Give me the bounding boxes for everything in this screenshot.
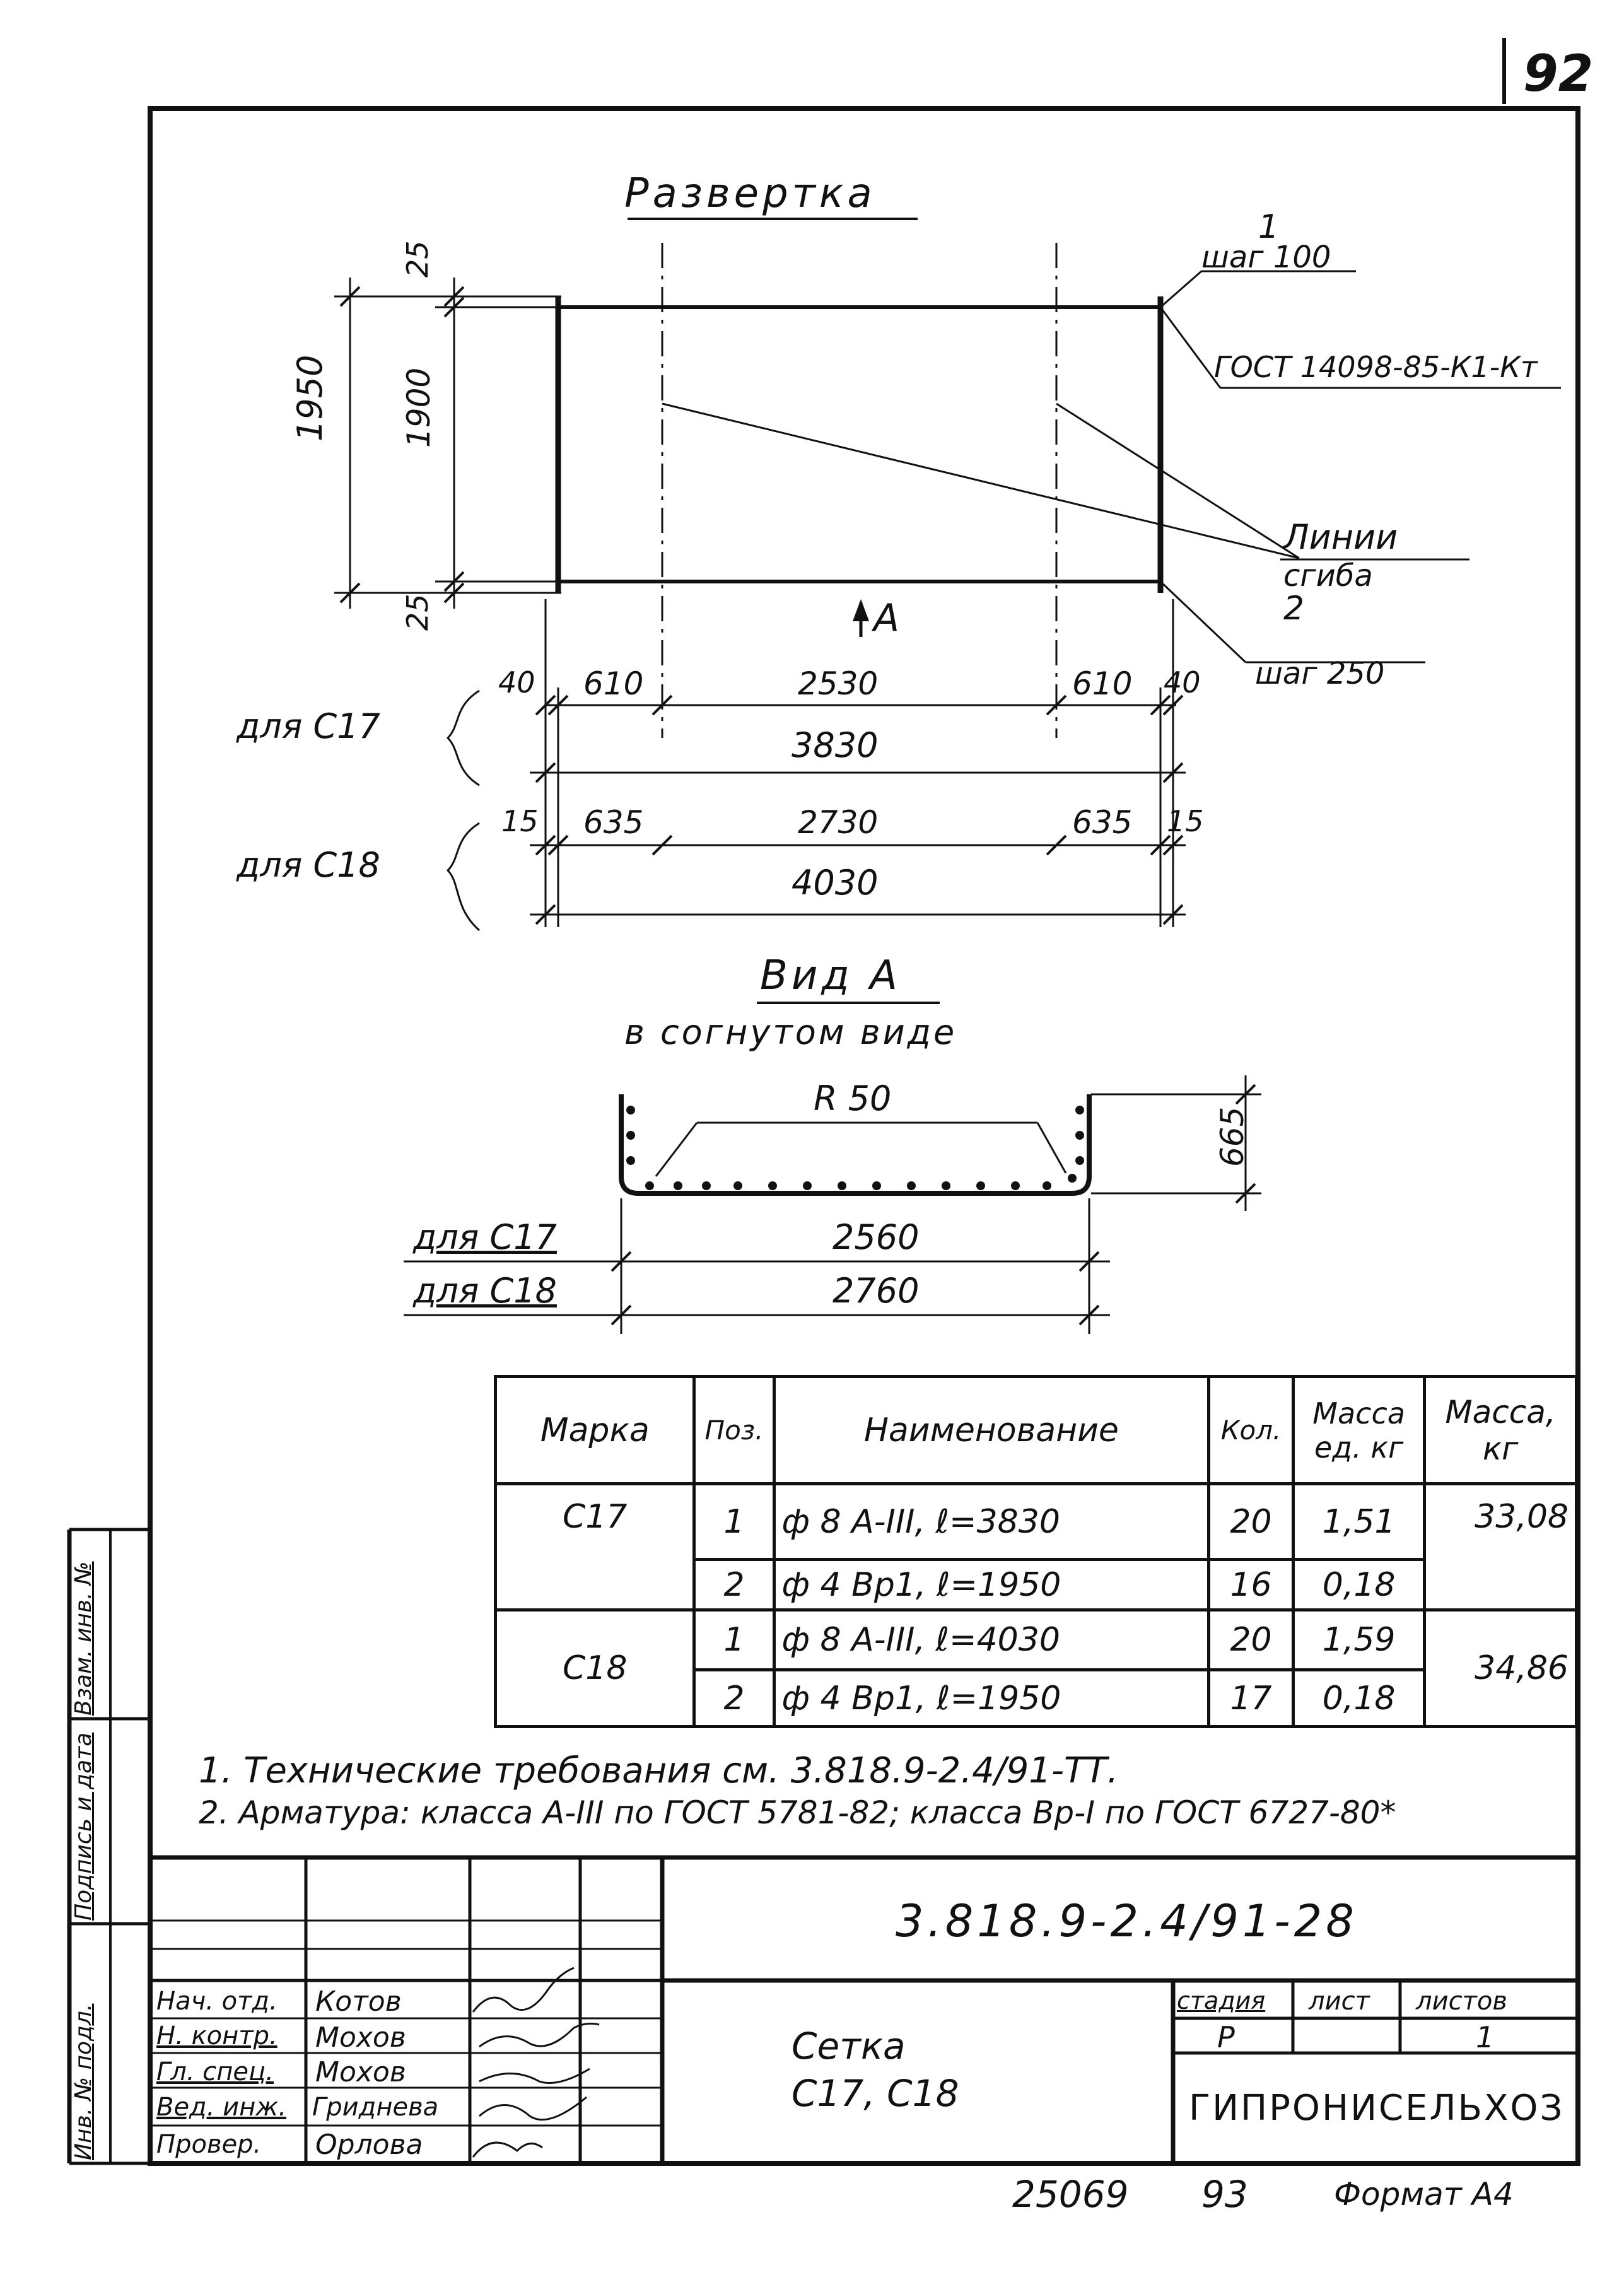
name-cell: ф 4 Вр1, ℓ=1950: [772, 1558, 1211, 1611]
c17-total: 3830: [792, 725, 879, 765]
col-unit-mass: Масса ед. кг: [1291, 1375, 1427, 1485]
view-a-subtitle: в согнутом виде: [624, 1012, 957, 1052]
mark-c18: С18: [493, 1608, 696, 1728]
name-3: Мохов: [315, 2056, 406, 2088]
item-name-2: С17, С18: [792, 2072, 959, 2115]
stage-value: Р: [1217, 2020, 1235, 2054]
col-total-mass: Масса, кг: [1423, 1375, 1578, 1485]
table-row: С17 1 ф 8 А-III, ℓ=3830 20 1,51 33,08: [493, 1482, 1578, 1611]
page-number: 92: [1523, 44, 1594, 103]
view-a-for-c18: для С18: [413, 1271, 557, 1311]
sheet-label: лист: [1309, 1987, 1370, 2016]
qty-cell: 17: [1207, 1668, 1295, 1728]
profile-height: 665: [1214, 1106, 1251, 1167]
table-row: 2 ф 4 Вр1, ℓ=1950 16 0,18: [496, 1558, 1577, 1611]
dim-bottom-offset: 25: [400, 594, 435, 631]
name-cell: ф 4 Вр1, ℓ=1950: [772, 1668, 1211, 1728]
unit-mass-cell: 0,18: [1291, 1668, 1427, 1728]
dim-total-height: 1950: [290, 354, 330, 442]
c18-dim-2: 635: [583, 804, 644, 841]
c17-dim-3: 2530: [798, 665, 879, 702]
c17-dim-4: 610: [1072, 665, 1133, 702]
role-4: Вед. инж.: [156, 2093, 287, 2122]
stage-label: стадия: [1177, 1987, 1266, 2015]
note-2: 2. Арматура: класса А-III по ГОСТ 5781-8…: [199, 1794, 1396, 1831]
side-label-replace-inv: Взам. инв. №: [71, 1561, 96, 1716]
width-c18: 2760: [832, 1271, 920, 1311]
pos1-number: 1: [1258, 208, 1280, 246]
view-a-for-c17: для С17: [413, 1217, 557, 1257]
unit-mass-cell: 0,18: [1291, 1558, 1427, 1611]
col-qty: Кол.: [1207, 1375, 1295, 1485]
c17-dim-1: 40: [498, 665, 535, 699]
name-5: Орлова: [315, 2129, 423, 2161]
sheet-frame: [148, 106, 1580, 2166]
name-2: Мохов: [315, 2021, 406, 2054]
role-1: Нач. отд.: [156, 1987, 277, 2016]
total-mass-c18: 34,86: [1423, 1608, 1578, 1728]
gost-wire-ref: ГОСТ 14098-85-К1-Кт: [1214, 350, 1538, 384]
c17-dim-5: 40: [1164, 665, 1201, 699]
view-arrow-label: А: [873, 596, 900, 640]
c18-total: 4030: [792, 863, 879, 903]
total-mass-c17: 33,08: [1423, 1482, 1578, 1611]
document-code: 3.818.9-2.4/91-28: [896, 1895, 1358, 1947]
name-cell: ф 8 А-III, ℓ=4030: [772, 1608, 1211, 1671]
qty-cell: 20: [1207, 1608, 1295, 1671]
footer-page: 93: [1201, 2173, 1248, 2216]
unit-mass-cell: 1,59: [1291, 1608, 1427, 1671]
dim-inner-height: 1900: [400, 367, 437, 448]
name-1: Котов: [315, 1986, 402, 2018]
name-cell: ф 8 А-III, ℓ=3830: [772, 1482, 1211, 1561]
organization: ГИПРОНИСЕЛЬХОЗ: [1189, 2088, 1565, 2129]
c18-dim-4: 635: [1072, 804, 1133, 841]
specification-table: Марка Поз. Наименование Кол. Масса ед. к…: [493, 1375, 1578, 1728]
pos-cell: 1: [692, 1608, 776, 1671]
signatures: [472, 1967, 600, 2158]
pos1-step: шаг 100: [1201, 240, 1331, 275]
side-label-signature-date: Подпись и дата: [71, 1732, 96, 1921]
role-5: Провер.: [156, 2130, 262, 2159]
for-c17-label: для С17: [237, 706, 380, 746]
table-header-row: Марка Поз. Наименование Кол. Масса ед. к…: [493, 1375, 1578, 1485]
item-name-1: Сетка: [792, 2025, 906, 2068]
mark-c17: С17: [493, 1482, 696, 1611]
pos-cell: 2: [692, 1668, 776, 1728]
pos-cell: 1: [692, 1482, 776, 1561]
pos-cell: 2: [692, 1558, 776, 1611]
c18-dim-3: 2730: [798, 804, 879, 841]
footer-format: Формат А4: [1334, 2176, 1514, 2213]
unit-mass-cell: 1,51: [1291, 1482, 1427, 1561]
name-4: Гриднева: [312, 2093, 439, 2122]
note-1: 1. Технические требования см. 3.818.9-2.…: [199, 1750, 1119, 1791]
qty-cell: 16: [1207, 1558, 1295, 1611]
role-3: Гл. спец.: [156, 2057, 274, 2086]
col-mark: Марка: [493, 1375, 696, 1485]
col-name: Наименование: [772, 1375, 1211, 1485]
side-label-inv-podl: Инв. № подл.: [71, 2003, 96, 2160]
width-c17: 2560: [832, 1217, 920, 1257]
c18-dim-1: 15: [501, 804, 539, 838]
bend-radius: R 50: [814, 1079, 892, 1118]
pos2-number: 2: [1283, 590, 1305, 628]
c17-dim-2: 610: [583, 665, 644, 702]
pos2-step: шаг 250: [1255, 656, 1385, 691]
role-2: Н. контр.: [156, 2021, 277, 2050]
c18-dim-5: 15: [1167, 804, 1204, 838]
for-c18-label: для С18: [237, 845, 380, 885]
qty-cell: 20: [1207, 1482, 1295, 1561]
table-row: 2 ф 4 Вр1, ℓ=1950 17 0,18: [496, 1668, 1577, 1728]
table-row: С18 1 ф 8 А-III, ℓ=4030 20 1,59 34,86: [493, 1608, 1578, 1728]
bend-lines-label: Линии: [1283, 517, 1398, 557]
dim-top-offset: 25: [400, 240, 435, 278]
sheets-value: 1: [1476, 2020, 1495, 2054]
view-a-title: Вид А: [760, 952, 901, 999]
unfold-title: Развертка: [624, 170, 876, 217]
col-pos: Поз.: [692, 1375, 776, 1485]
bend-lines-label-2: сгиба: [1283, 558, 1373, 594]
footer-number: 25069: [1012, 2173, 1129, 2216]
sheets-label: листов: [1416, 1987, 1507, 2016]
